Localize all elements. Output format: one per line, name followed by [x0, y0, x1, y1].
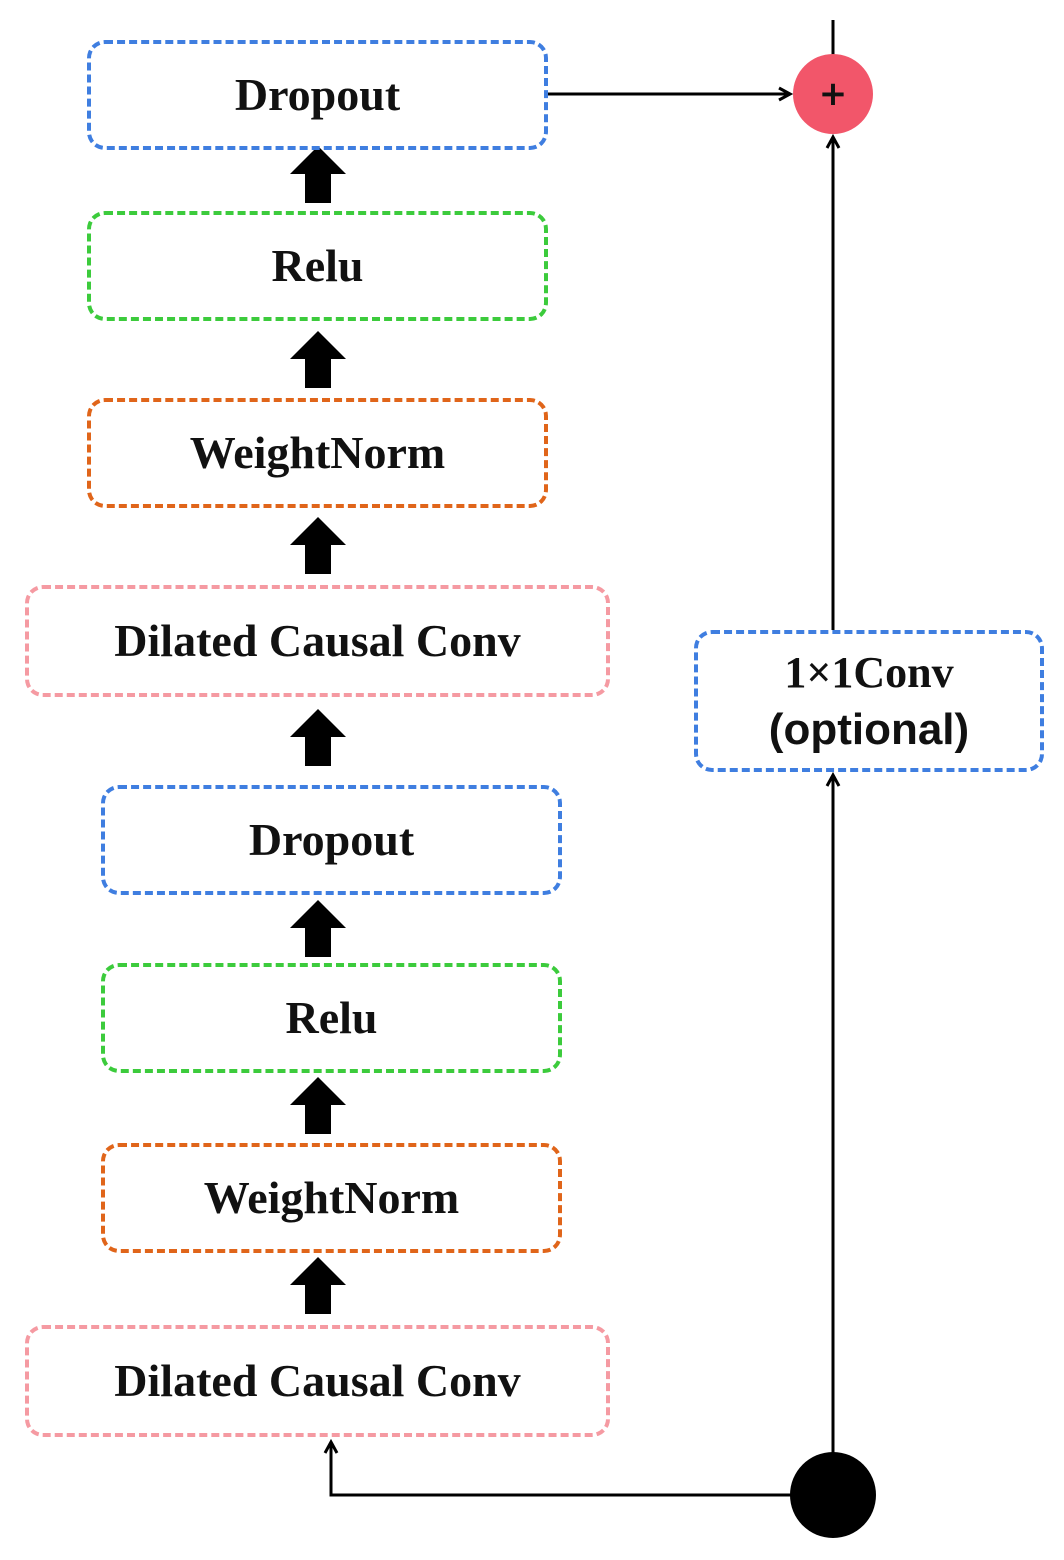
weightnorm-top-label: WeightNorm	[189, 427, 446, 478]
plus-circle-icon: +	[793, 54, 873, 134]
dropout-top-box: Dropout	[87, 40, 548, 150]
adder-symbol: +	[818, 74, 848, 114]
block-arrow-icon	[290, 1257, 346, 1314]
block-arrow-icon	[290, 517, 346, 574]
weightnorm-top-box: WeightNorm	[87, 398, 548, 508]
conv-1x1-label: 1×1Conv (optional)	[769, 644, 969, 758]
conv-optional-line: (optional)	[768, 705, 970, 754]
weightnorm-bottom-box: WeightNorm	[101, 1143, 562, 1253]
block-arrow-icon	[290, 1077, 346, 1134]
conv-1x1-line: 1×1Conv	[784, 647, 954, 697]
filled-circle-icon	[790, 1452, 876, 1538]
input-to-dilated-conv-arrow	[331, 1442, 792, 1497]
dilated-conv-bottom-box: Dilated Causal Conv	[25, 1325, 610, 1437]
dropout-bottom-label: Dropout	[248, 814, 415, 865]
block-arrow-icon	[290, 709, 346, 766]
dilated-conv-top-label: Dilated Causal Conv	[114, 615, 521, 666]
block-arrow-icon	[290, 900, 346, 957]
conv-1x1-optional-box: 1×1Conv (optional)	[694, 630, 1044, 772]
block-arrow-icon	[290, 331, 346, 388]
dilated-conv-bottom-label: Dilated Causal Conv	[114, 1355, 521, 1406]
dropout-top-label: Dropout	[234, 69, 401, 120]
relu-bottom-label: Relu	[285, 992, 378, 1043]
block-arrow-icon	[290, 146, 346, 203]
relu-bottom-box: Relu	[101, 963, 562, 1073]
dropout-bottom-box: Dropout	[101, 785, 562, 895]
relu-top-box: Relu	[87, 211, 548, 321]
weightnorm-bottom-label: WeightNorm	[203, 1172, 460, 1223]
dilated-conv-top-box: Dilated Causal Conv	[25, 585, 610, 697]
relu-top-label: Relu	[271, 240, 364, 291]
